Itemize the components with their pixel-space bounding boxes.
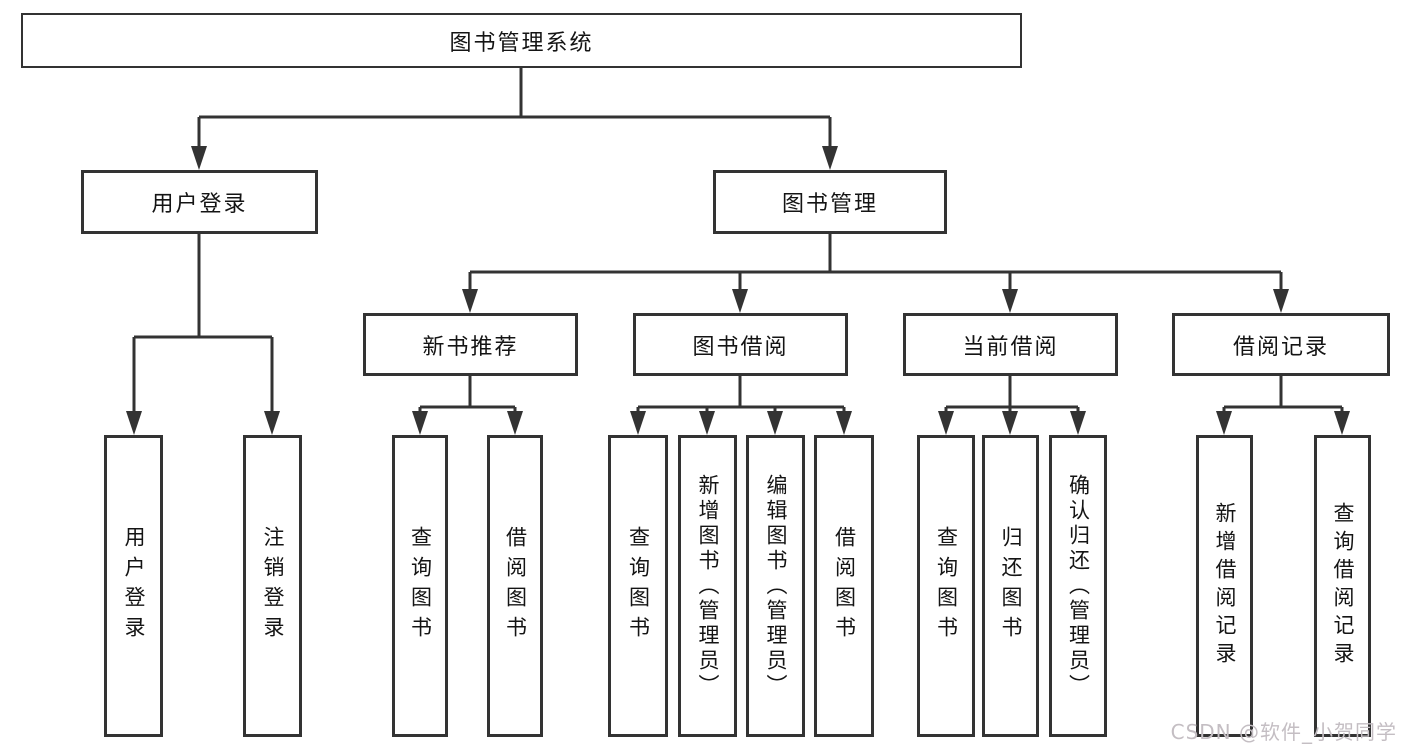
node-label: 新增借阅记录 — [1213, 502, 1237, 670]
node-label: 归还图书 — [999, 526, 1023, 646]
arrow-down-icon — [836, 411, 852, 435]
leaf-edit-book-admin: 编辑图书（管理员） — [746, 435, 805, 737]
node-borrow-records: 借阅记录 — [1172, 313, 1390, 376]
leaf-borrow-book-1: 借阅图书 — [487, 435, 543, 737]
node-label: 查询图书 — [626, 526, 651, 646]
arrow-down-icon — [699, 411, 715, 435]
arrow-down-icon — [767, 411, 783, 435]
node-label: 确认归还（管理员） — [1066, 473, 1091, 699]
node-user-login: 用户登录 — [81, 170, 318, 234]
node-current-borrow: 当前借阅 — [903, 313, 1118, 376]
node-label: 图书管理 — [781, 192, 878, 217]
leaf-logout: 注销登录 — [243, 435, 302, 737]
node-label: 编辑图书（管理员） — [764, 473, 788, 699]
arrow-down-icon — [412, 411, 428, 435]
arrow-down-icon — [1002, 289, 1018, 313]
arrow-down-icon — [630, 411, 646, 435]
node-book-management: 图书管理 — [713, 170, 947, 234]
node-label: 新书推荐 — [422, 334, 519, 360]
watermark: CSDN @软件_小贺同学 — [1170, 720, 1397, 744]
leaf-borrow-book-2: 借阅图书 — [814, 435, 874, 737]
arrow-down-icon — [1273, 289, 1289, 313]
arrow-down-icon — [1216, 411, 1232, 435]
arrow-down-icon — [462, 289, 478, 313]
node-label: 查询图书 — [934, 526, 959, 646]
node-label: 借阅图书 — [832, 526, 857, 646]
node-label: 新增图书（管理员） — [696, 473, 720, 699]
node-library-system: 图书管理系统 — [21, 13, 1022, 68]
arrow-down-icon — [938, 411, 954, 435]
arrow-down-icon — [732, 289, 748, 313]
node-label: 查询借阅记录 — [1331, 502, 1355, 670]
arrow-down-icon — [126, 411, 142, 435]
arrow-down-icon — [1334, 411, 1350, 435]
node-label: 借阅记录 — [1232, 334, 1329, 360]
arrow-down-icon — [1002, 411, 1018, 435]
node-label: 当前借阅 — [962, 334, 1059, 360]
node-label: 注销登录 — [261, 526, 285, 646]
leaf-query-borrow-record: 查询借阅记录 — [1314, 435, 1371, 737]
leaf-return-book: 归还图书 — [982, 435, 1039, 737]
node-label: 图书管理系统 — [449, 30, 594, 56]
node-new-book-recommend: 新书推荐 — [363, 313, 578, 376]
node-book-borrow: 图书借阅 — [633, 313, 848, 376]
node-label: 借阅图书 — [503, 526, 528, 646]
arrow-down-icon — [264, 411, 280, 435]
leaf-query-book-2: 查询图书 — [608, 435, 668, 737]
arrow-down-icon — [191, 146, 207, 170]
leaf-user-login: 用户登录 — [104, 435, 163, 737]
node-label: 用户登录 — [122, 526, 146, 646]
leaf-query-book-1: 查询图书 — [392, 435, 448, 737]
node-label: 图书借阅 — [692, 334, 789, 360]
node-label: 查询图书 — [408, 526, 433, 646]
node-label: 用户登录 — [151, 192, 248, 217]
leaf-confirm-return-admin: 确认归还（管理员） — [1049, 435, 1107, 737]
leaf-add-borrow-record: 新增借阅记录 — [1196, 435, 1253, 737]
arrow-down-icon — [822, 146, 838, 170]
arrow-down-icon — [507, 411, 523, 435]
leaf-add-book-admin: 新增图书（管理员） — [678, 435, 737, 737]
arrow-down-icon — [1070, 411, 1086, 435]
leaf-query-book-3: 查询图书 — [917, 435, 975, 737]
